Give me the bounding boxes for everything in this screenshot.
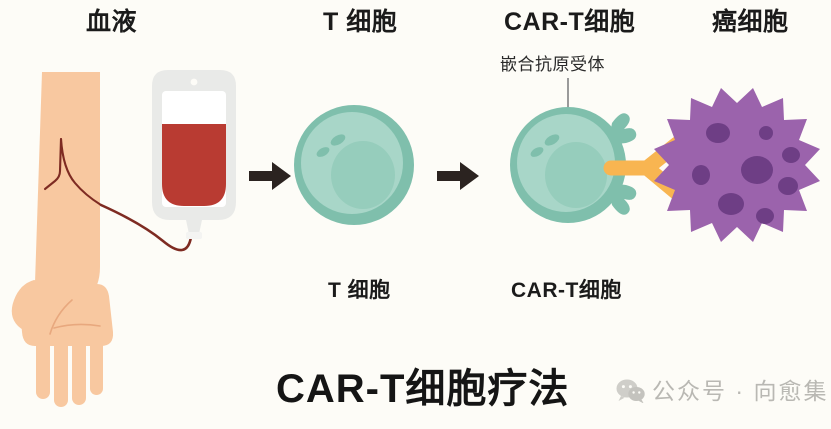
top-label-blood: 血液: [86, 8, 138, 36]
top-label-car-t-cell: CAR-T细胞: [504, 8, 636, 36]
cancer-organelle-1: [741, 156, 773, 184]
cancer-cell-illustration: [654, 88, 820, 242]
blood-bag-illustration: [152, 70, 236, 239]
car-t-granule-2: [530, 147, 544, 157]
palm-crease-1: [49, 299, 73, 335]
vein-main: [59, 137, 103, 207]
t-cell-nucleus: [331, 141, 395, 209]
arrow-1: [249, 162, 291, 190]
cancer-organelle-4: [782, 147, 800, 163]
car-t-cell-illustration: [510, 107, 637, 223]
arrow-2: [437, 162, 479, 190]
palm-shape: [18, 284, 114, 346]
cancer-organelle-5: [778, 177, 798, 195]
arm-illustration: [11, 72, 114, 407]
blood-fluid: [162, 124, 226, 206]
t-cell-granule-2: [316, 147, 330, 157]
cancer-organelle-3: [718, 193, 744, 215]
watermark: 公众号 · 向愈集: [616, 379, 828, 403]
cancer-organelle-2: [706, 123, 730, 143]
cancer-organelle-7: [759, 126, 773, 140]
blood-bag-hanger-hole: [190, 78, 198, 86]
cancer-organelle-6: [692, 165, 710, 185]
finger-4: [90, 337, 103, 395]
wechat-icon: [616, 379, 645, 403]
blood-bag-clamp: [186, 232, 202, 239]
annotation-label: 嵌合抗原受体: [500, 55, 605, 74]
t-cell-granule-1: [330, 134, 346, 146]
palm-crease-2: [53, 323, 101, 329]
blood-bag-nozzle: [186, 220, 202, 234]
top-label-t-cell: T 细胞: [323, 8, 398, 36]
finger-1: [36, 337, 50, 399]
forearm-shape: [35, 72, 100, 315]
page-title: CAR-T细胞疗法: [276, 367, 570, 411]
cancer-cell-body: [654, 88, 820, 242]
t-cell-illustration: [294, 105, 414, 225]
cancer-organelle-8: [756, 208, 774, 224]
vein-branch: [43, 137, 63, 191]
bottom-label-t-cell: T 细胞: [328, 279, 391, 302]
watermark-text: 公众号 · 向愈集: [652, 377, 829, 404]
car-t-nucleus: [545, 142, 607, 208]
car-t-granule-1: [544, 134, 560, 146]
bottom-label-car-t-cell: CAR-T细胞: [511, 279, 622, 302]
finger-3: [72, 337, 86, 405]
finger-2: [54, 337, 68, 407]
top-label-cancer-cell: 癌细胞: [712, 8, 789, 36]
